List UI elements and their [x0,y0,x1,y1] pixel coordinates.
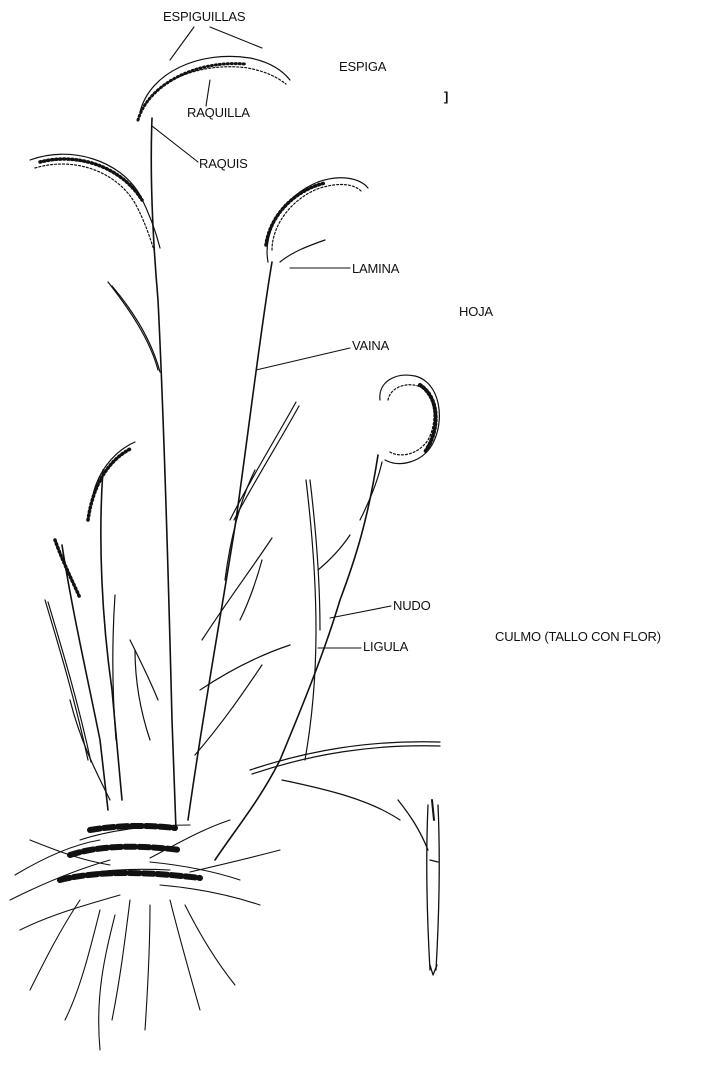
label-culmo: CULMO (TALLO CON FLOR) [495,630,661,643]
leader-espiguillas-b [210,27,262,48]
label-espiga: ESPIGA [339,60,386,73]
leader-espiguillas-a [170,27,194,60]
label-ligula: LIGULA [363,640,408,653]
label-lamina: LAMINA [352,262,399,275]
leader-vaina [256,348,350,370]
label-nudo: NUDO [393,599,430,612]
leaf-blades [45,240,440,820]
label-vaina: VAINA [352,339,389,352]
label-bracket: ] [444,90,448,103]
spike-left [30,154,160,250]
leader-nudo [330,606,391,618]
spike-middle [266,178,368,262]
ligule-detail [398,800,439,975]
culm-stems [62,118,378,860]
label-raquilla: RAQUILLA [187,106,250,119]
label-hoja: HOJA [459,305,493,318]
leader-raquilla [206,80,210,106]
label-espiguillas: ESPIGUILLAS [163,10,245,23]
label-raquis: RAQUIS [199,157,248,170]
base-tuft [10,820,280,1050]
base-dark-mass [60,826,200,880]
spike-curled [380,375,440,463]
leader-raquis [152,126,198,162]
